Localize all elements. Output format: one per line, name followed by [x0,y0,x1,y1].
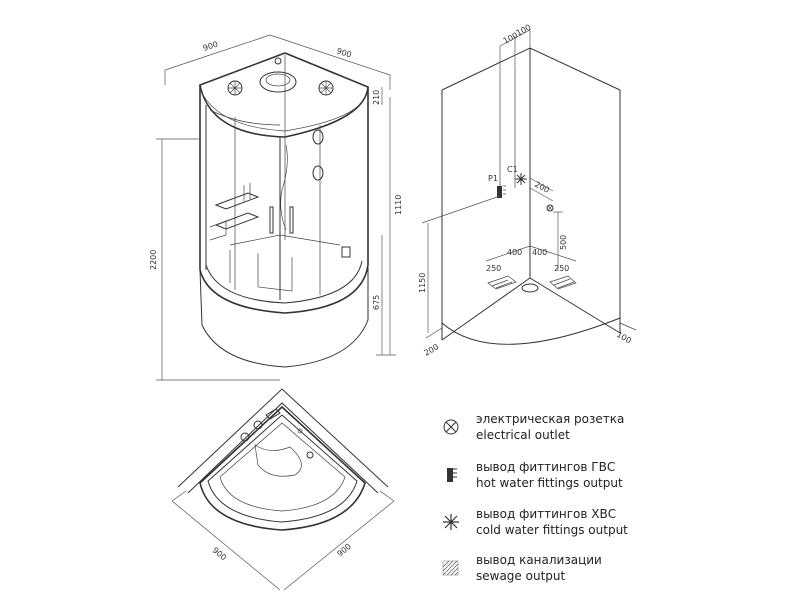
sewage-outlet-right [549,275,577,290]
legend-ru: электрическая розетка [476,412,625,426]
sewage-outlet-left [487,275,517,290]
dim-floor-left: 200 [423,342,441,357]
electrical-outlet-icon [546,204,554,212]
dim-cabin-height: 1110 [394,195,403,215]
marker-hot: P1 [488,174,498,183]
legend-item-sewage: вывод канализации sewage output [440,553,790,587]
marker-cold: C1 [507,165,518,174]
snowflake-icon [515,173,527,185]
dim-socket-offset: 200 [533,180,551,195]
fan-icon [318,80,334,96]
dim-plan-left: 900 [211,546,228,563]
legend-ru: вывод фиттингов ГВС [476,460,616,474]
dim-top-right: 900 [335,46,352,59]
dim-floor-right: 100 [615,330,633,345]
dim-fittings-height: 1150 [418,273,427,293]
legend-ru: вывод фиттингов ХВС [476,507,617,521]
dim-plan-right: 900 [336,542,353,559]
dim-outlet-left-a: 250 [486,264,501,273]
wall-installation-view: 100 100 P1 C1 200 500 1150 2 [418,23,637,358]
cabin-perspective: 900 900 [149,34,403,381]
plan-view: 900 900 [171,388,395,591]
legend-en: hot water fittings output [476,476,623,490]
legend-en: electrical outlet [476,428,570,442]
dim-top-left: 900 [202,40,219,53]
dim-outlet-right-b: 400 [532,248,547,257]
legend-en: sewage output [476,569,566,583]
dim-socket-height: 500 [559,235,568,250]
hot-water-icon [447,468,457,482]
dim-outlet-right-a: 250 [554,264,569,273]
legend-item-electrical: электрическая розетка electrical outlet [440,412,790,446]
legend-ru: вывод канализации [476,553,602,567]
snowflake-icon [443,514,459,530]
dim-tray-height: 675 [372,295,381,310]
electrical-outlet-icon [443,419,459,435]
hot-water-icon [497,185,506,198]
dim-top-offset: 210 [372,90,381,105]
legend-item-cold-water: вывод фиттингов ХВС cold water fittings … [440,507,790,541]
legend-item-hot-water: вывод фиттингов ГВС hot water fittings o… [440,460,790,494]
dim-outlet-left-b: 400 [507,248,522,257]
hatch-icon [442,560,459,576]
legend-en: cold water fittings output [476,523,628,537]
dim-height-total: 2200 [149,250,158,270]
fan-icon [227,80,243,96]
